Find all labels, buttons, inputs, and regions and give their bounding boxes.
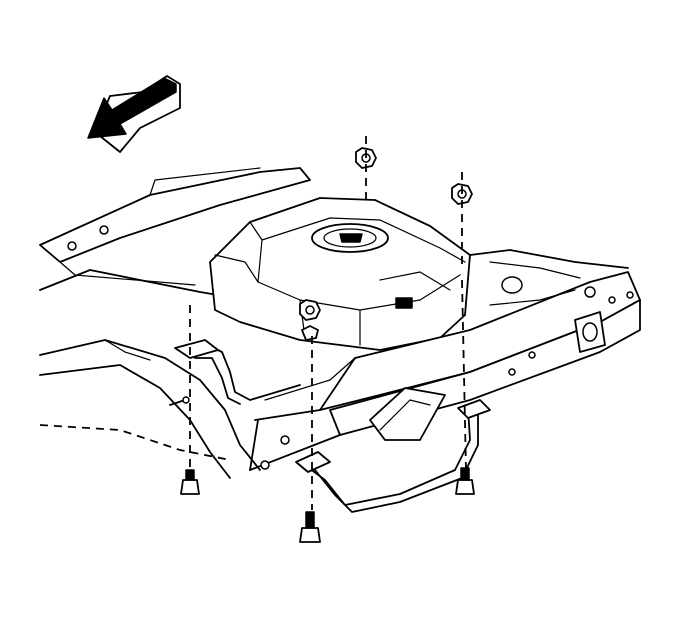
right-frame-rail: [249, 271, 641, 471]
fuel-tank-strap-left: [174, 339, 301, 405]
strap-nut-4: [301, 325, 319, 341]
frame-hole: [528, 351, 536, 359]
alignment-lines: [189, 136, 467, 510]
rear-right-frame: [469, 249, 629, 306]
strap-bolt-1: [180, 469, 200, 495]
frame-hole: [508, 368, 516, 376]
strap-bolt-2: [455, 467, 475, 495]
frame-gusset: [369, 387, 446, 441]
fuel-tank: [209, 197, 471, 351]
frame-hole: [626, 291, 634, 299]
frame-hole: [99, 225, 109, 235]
tank-label-block: [395, 297, 413, 309]
frame-hole: [608, 296, 616, 304]
strap-bolt-3: [299, 511, 321, 543]
frame-hole: [260, 460, 270, 470]
rear-crossmember: [39, 339, 261, 479]
frame-hole: [280, 435, 290, 445]
frame-hole: [182, 396, 190, 404]
frame-hole: [67, 241, 77, 251]
fuel-tank-strap-right: [295, 399, 491, 513]
direction-arrow-icon: [87, 75, 181, 153]
strap-nut-3: [299, 299, 321, 321]
